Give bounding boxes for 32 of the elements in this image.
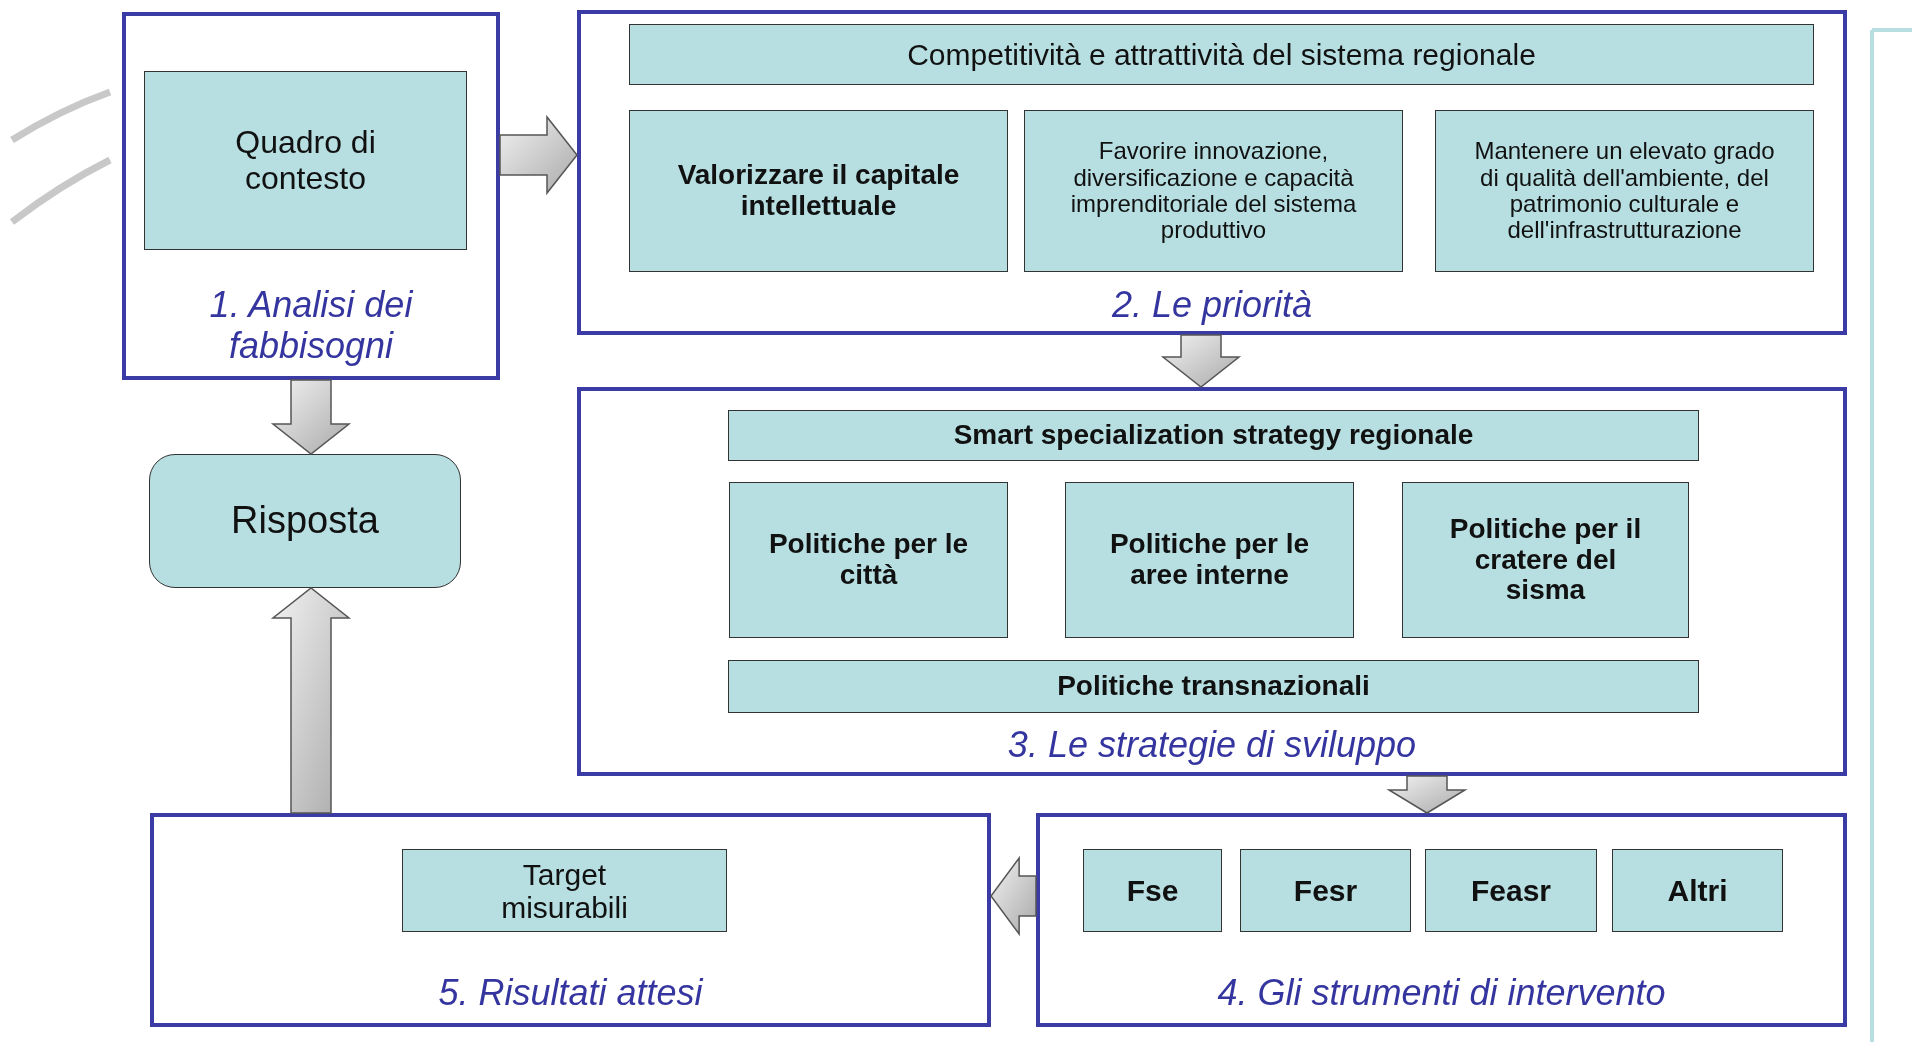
block-arrow bbox=[1386, 775, 1468, 814]
process-box: Quadro di contesto bbox=[144, 71, 467, 250]
process-box: Target misurabili bbox=[402, 849, 727, 932]
process-box: Favorire innovazione, diversificazione e capacità imprenditoriale del sistema produttivo bbox=[1024, 110, 1403, 272]
section-caption: 2. Le priorità bbox=[1110, 284, 1314, 326]
block-arrow bbox=[499, 114, 578, 196]
process-box: Feasr bbox=[1425, 849, 1597, 932]
block-arrow bbox=[270, 379, 352, 455]
process-box: Mantenere un elevato grado di qualità dell'ambiente, del patrimonio culturale e dell'infrastrutturazione bbox=[1435, 110, 1814, 272]
section-caption: 3. Le strategie di sviluppo bbox=[1006, 724, 1418, 766]
process-box: Competitività e attrattività del sistema regionale bbox=[629, 24, 1814, 85]
section-caption: 1. Analisi dei fabbisogni bbox=[208, 284, 415, 367]
process-box: Valorizzare il capitale intellettuale bbox=[629, 110, 1008, 272]
process-box: Altri bbox=[1612, 849, 1783, 932]
section-panel bbox=[577, 10, 1847, 335]
process-box: Fesr bbox=[1240, 849, 1411, 932]
process-box: Politiche per le città bbox=[729, 482, 1008, 638]
section-panel bbox=[1036, 813, 1847, 1027]
process-box: Fse bbox=[1083, 849, 1222, 932]
block-arrow bbox=[1160, 334, 1242, 388]
section-caption: 4. Gli strumenti di intervento bbox=[1216, 972, 1667, 1014]
section-panel bbox=[150, 813, 991, 1027]
process-box: Smart specialization strategy regionale bbox=[728, 410, 1699, 461]
block-arrow bbox=[270, 587, 352, 814]
process-box: Politiche per il cratere del sisma bbox=[1402, 482, 1689, 638]
block-arrow bbox=[990, 855, 1037, 937]
process-box: Politiche transnazionali bbox=[728, 660, 1699, 713]
section-panel bbox=[122, 12, 500, 380]
process-box: Politiche per le aree interne bbox=[1065, 482, 1354, 638]
section-caption: 5. Risultati attesi bbox=[437, 972, 705, 1014]
rounded-process-box: Risposta bbox=[149, 454, 461, 588]
section-panel bbox=[577, 387, 1847, 776]
